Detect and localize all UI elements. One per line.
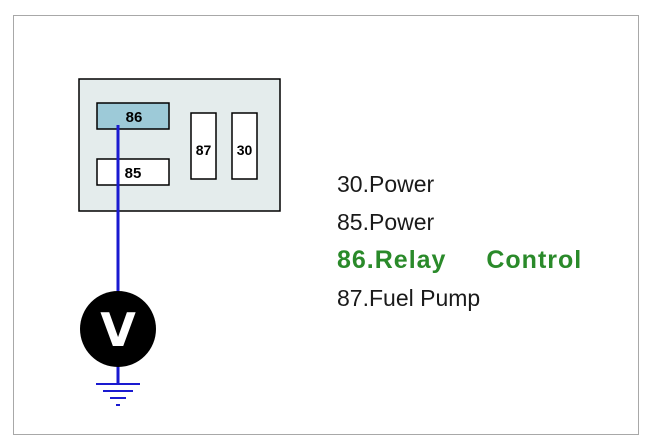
pin-87-label: 87: [196, 142, 212, 158]
legend-item-30: 30.Power: [337, 171, 435, 197]
pin-86-box: [96, 102, 170, 130]
pin-30-label: 30: [237, 142, 253, 158]
pin-85-box: [96, 158, 170, 186]
legend-item-85: 85.Power: [337, 209, 435, 235]
ground-icon: [96, 383, 140, 406]
voltmeter-label: V: [100, 303, 136, 357]
pin-85-label: 85: [125, 165, 142, 182]
pin-30-box: [231, 112, 258, 180]
relay-pin-87: 87: [190, 112, 217, 180]
relay-pin-30: 30: [231, 112, 258, 180]
voltmeter-icon: V: [80, 291, 156, 367]
pin-legend: 30.Power 85.Power 86.Relay Control 87.Fu…: [337, 165, 582, 317]
pin-86-label: 86: [126, 109, 143, 126]
legend-item-87: 87.Fuel Pump: [337, 285, 481, 311]
relay-pin-85: 85: [96, 158, 170, 186]
legend-item-86: 86.Relay Control: [337, 246, 583, 274]
pin-87-box: [190, 112, 217, 180]
relay-pin-86: 86: [96, 102, 170, 130]
